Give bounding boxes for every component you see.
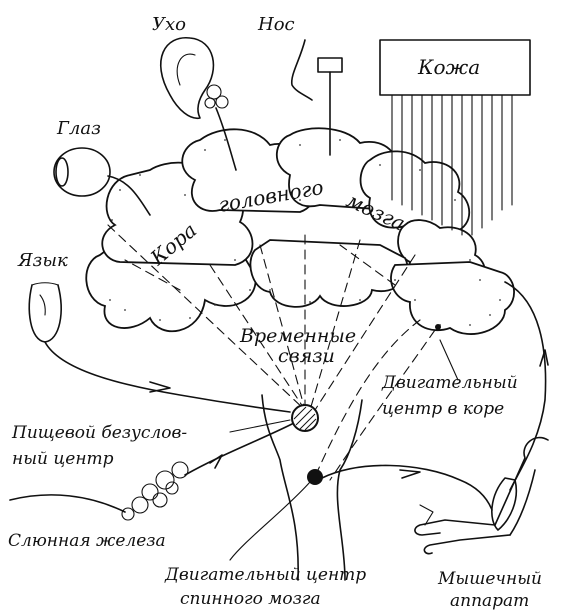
- muscle-label-1: Мышечный: [437, 569, 542, 589]
- spinal-center-label-1: Двигательный центр: [164, 565, 366, 585]
- temporary-label-1: Временные: [239, 325, 356, 347]
- skin-label: Кожа: [417, 55, 480, 79]
- eye-label: Глаз: [56, 118, 101, 139]
- cerebral-cortex: [86, 128, 514, 334]
- motor-cortex-dot: [435, 324, 441, 330]
- nose-label: Нос: [257, 14, 295, 35]
- ear-label: Ухо: [152, 14, 186, 35]
- temporary-label-2: связи: [278, 345, 335, 367]
- spinal-center-label-2: спинного мозга: [180, 589, 321, 609]
- motor-cortex-label-1: Двигательный: [381, 373, 518, 393]
- food-center-node: [292, 405, 318, 431]
- muscle-label-2: аппарат: [450, 591, 529, 610]
- food-center-label-1: Пищевой безуслов-: [11, 423, 187, 443]
- tongue-label: Язык: [17, 250, 68, 271]
- motor-cortex-label-2: центр в коре: [382, 399, 504, 419]
- food-center-label-2: ный центр: [12, 449, 114, 469]
- salivary-label: Слюнная железа: [8, 531, 166, 551]
